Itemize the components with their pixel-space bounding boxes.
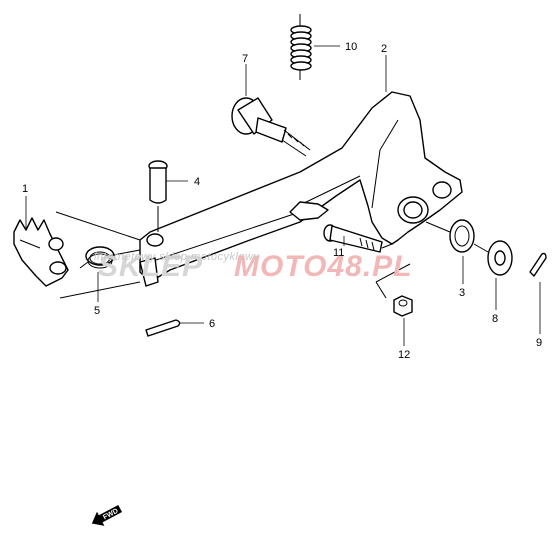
nut-part	[393, 295, 413, 317]
callout-1: 1	[22, 183, 28, 195]
cotter-pin-part	[529, 252, 547, 277]
pivot-pin-part	[148, 160, 168, 204]
assembly-lines	[55, 206, 489, 299]
callout-7: 7	[242, 53, 248, 65]
callout-12: 12	[398, 349, 410, 361]
brake-pedal-arm	[139, 91, 463, 287]
washer-part	[487, 240, 513, 276]
torsion-spring-part	[79, 246, 115, 269]
fwd-arrow-icon: FWD	[91, 504, 123, 526]
watermark-subtitle: internetowy sklep motocyklowy	[94, 251, 261, 263]
leader-lines	[25, 45, 541, 346]
callout-10: 10	[345, 41, 357, 53]
watermark-part2: MOTO48.PL	[234, 250, 412, 283]
return-spring-part	[290, 14, 312, 80]
callout-6: 6	[209, 318, 215, 330]
callout-8: 8	[492, 313, 498, 325]
callout-2: 2	[381, 43, 387, 55]
oil-seal-part	[449, 219, 475, 253]
pivot-bolt-part	[231, 97, 311, 157]
bolt-part	[323, 224, 383, 253]
fwd-label: FWD	[102, 508, 119, 522]
callout-9: 9	[536, 337, 542, 349]
callout-labels: 1 2 3 4 5 6 7 8 9 10 11 12	[22, 41, 542, 361]
callout-5: 5	[94, 305, 100, 317]
watermark-part1: SKLEP	[98, 250, 203, 283]
callout-4: 4	[194, 176, 200, 188]
callout-3: 3	[459, 287, 465, 299]
watermark: SKLEP MOTO48.PL internetowy sklep motocy…	[94, 250, 412, 283]
cotter-pin-small-part	[145, 319, 181, 337]
callout-11: 11	[333, 247, 344, 259]
footrest-step-part	[13, 217, 69, 287]
